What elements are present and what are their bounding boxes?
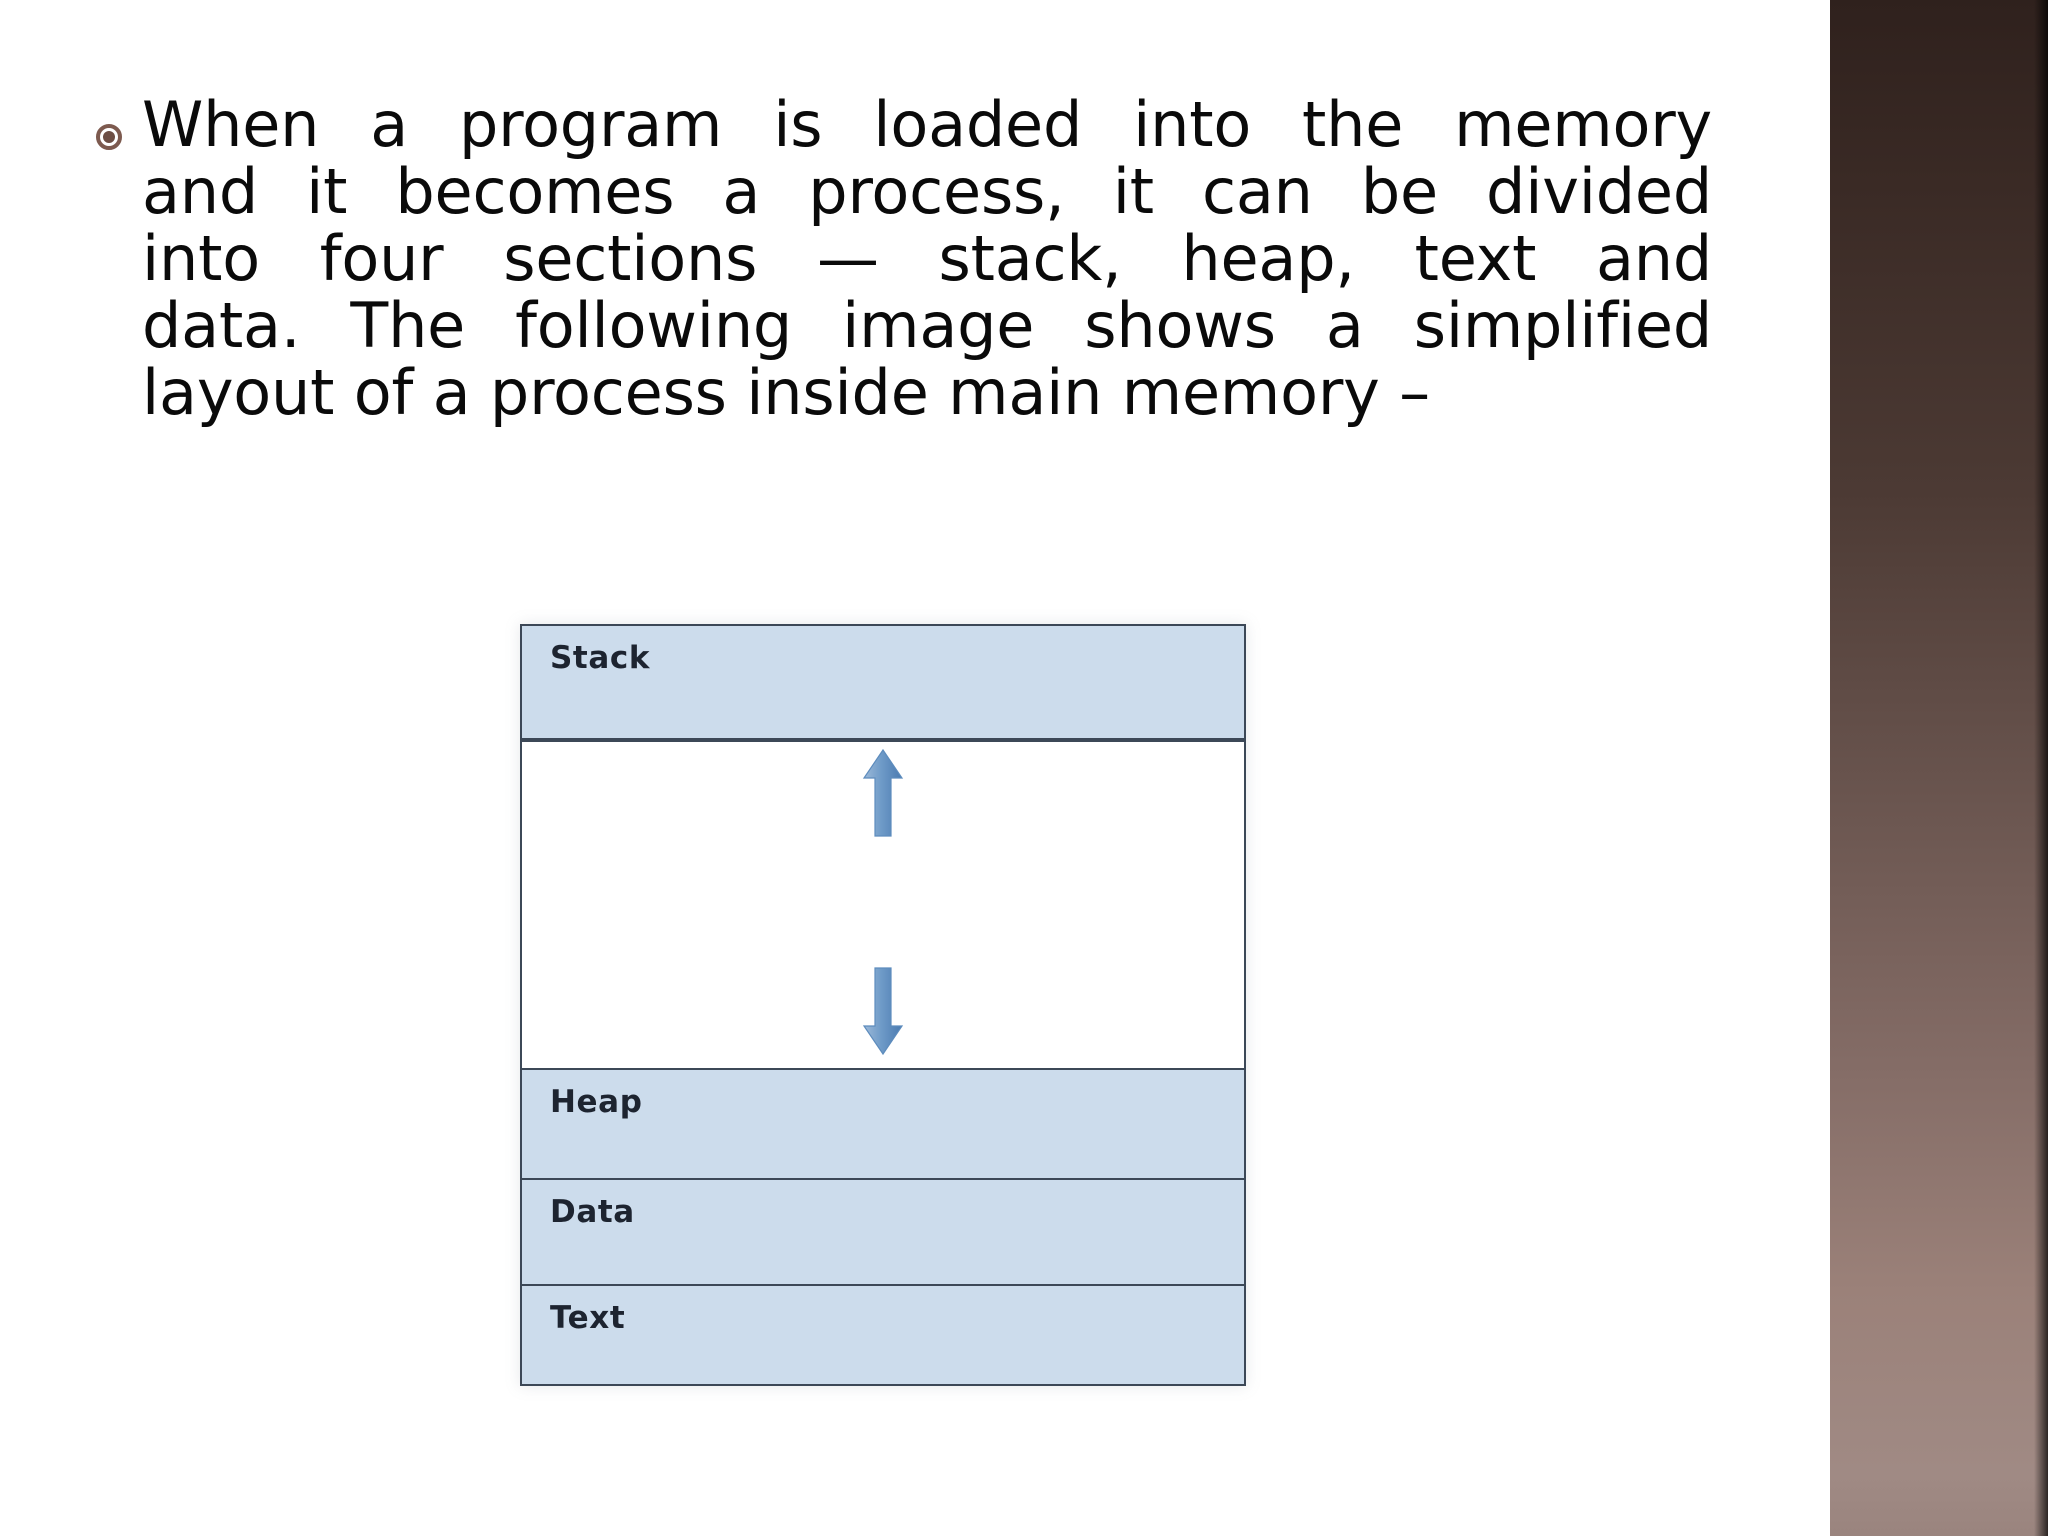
- paragraph-line-5: layout of a process inside main memory –: [142, 355, 1430, 429]
- bullet-paragraph-block: When a program is loaded into the memory…: [96, 88, 1712, 429]
- memory-section-text-label: Text: [550, 1300, 626, 1336]
- bullet-paragraph-text: When a program is loaded into the memory…: [142, 88, 1712, 429]
- memory-section-data-label: Data: [550, 1194, 635, 1230]
- memory-section-text: Text: [520, 1284, 1246, 1386]
- memory-section-free-space: [520, 740, 1246, 1070]
- free-space-top-divider: [522, 740, 1244, 742]
- memory-section-heap-label: Heap: [550, 1084, 643, 1120]
- heap-grow-down-arrow-icon: [861, 966, 905, 1064]
- ring-dot-bullet-icon: [96, 124, 122, 150]
- memory-section-stack-label: Stack: [550, 640, 651, 676]
- memory-section-heap: Heap: [520, 1068, 1246, 1180]
- paragraph-line-4: data. The following image shows a simpli…: [142, 288, 1712, 362]
- paragraph-line-2: and it becomes a process, it can be divi…: [142, 154, 1712, 228]
- decorative-right-band: [1830, 0, 2048, 1536]
- memory-section-data: Data: [520, 1178, 1246, 1286]
- memory-section-stack: Stack: [520, 624, 1246, 740]
- paragraph-line-3: into four sections — stack, heap, text a…: [142, 221, 1712, 295]
- paragraph-line-1: When a program is loaded into the memory: [142, 88, 1712, 161]
- bullet-row: When a program is loaded into the memory…: [96, 88, 1712, 429]
- bullet-marker: [96, 92, 142, 150]
- decorative-right-band-edge: [2034, 0, 2048, 1536]
- process-memory-diagram: Stack: [520, 624, 1246, 1386]
- stack-grow-up-arrow-icon: [861, 748, 905, 846]
